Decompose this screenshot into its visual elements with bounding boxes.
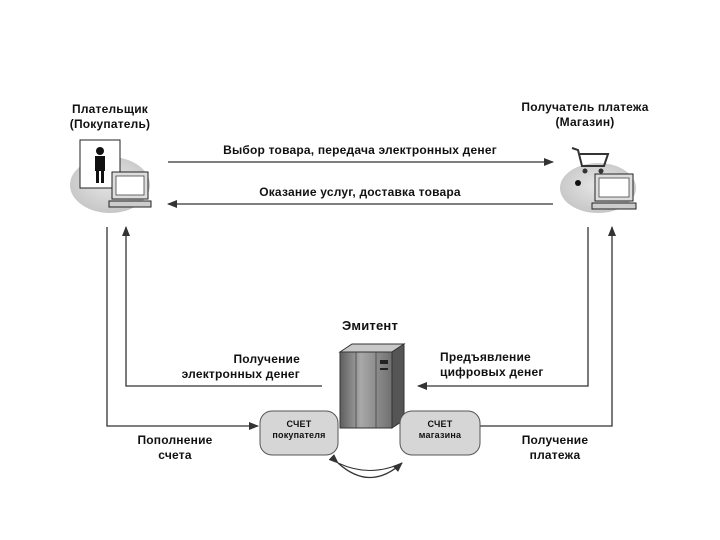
arrow-present-digital-money — [417, 227, 589, 390]
receive-money-label: Получение электронных денег — [181, 352, 300, 381]
arrow-top-up-account — [106, 227, 259, 430]
issuer-server-icon — [338, 343, 406, 429]
receive-payment-label: Получение платежа — [521, 433, 589, 462]
arrow-top-label: Выбор товара, передача электронных денег — [223, 143, 497, 157]
buyer-account-label: СЧЕТ покупателя — [272, 419, 326, 441]
payer-label: Плательщик (Покупатель) — [69, 102, 151, 131]
shop-account-box — [399, 410, 481, 456]
arrow-second-label: Оказание услуг, доставка товара — [259, 185, 461, 199]
shop-account-label: СЧЕТ магазина — [418, 419, 462, 441]
merchant-label: Получатель платежа (Магазин) — [521, 100, 649, 129]
accounts-transfer-inner-arc — [337, 462, 403, 471]
issuer-label: Эмитент — [341, 318, 399, 333]
arrow-receive-electronic-money — [122, 226, 322, 387]
top-up-label: Пополнение счета — [137, 433, 213, 462]
payer-computer-icon — [70, 139, 152, 213]
accounts-transfer-arrow — [328, 453, 403, 478]
buyer-account-box — [259, 410, 339, 456]
arrow-receive-payment — [480, 226, 616, 427]
merchant-cart-computer-icon — [560, 147, 637, 213]
present-money-label: Предъявление цифровых денег — [440, 350, 544, 379]
